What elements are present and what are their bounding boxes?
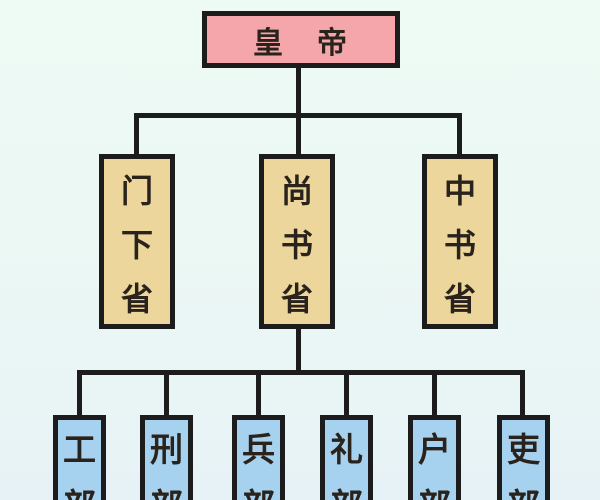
libu-personnel-label: 吏 部 bbox=[507, 430, 540, 500]
node-ministry-hubu: 户 部 bbox=[408, 415, 461, 500]
zhongshu-sheng-label: 中 书 省 bbox=[443, 172, 476, 318]
connector-ministry-drop-1 bbox=[77, 373, 82, 418]
connector-ministry-drop-4 bbox=[344, 373, 349, 418]
node-emperor: 皇 帝 bbox=[202, 11, 400, 68]
bingbu-label: 兵 部 bbox=[242, 430, 275, 500]
connector-emperor-drop bbox=[296, 67, 301, 158]
connector-zhongshu-drop bbox=[457, 116, 462, 158]
node-ministry-xingbu: 刑 部 bbox=[140, 415, 193, 500]
node-shangshu-sheng: 尚 书 省 bbox=[259, 154, 335, 329]
node-ministry-libu-rites: 礼 部 bbox=[320, 415, 373, 500]
connector-menxia-drop bbox=[134, 116, 139, 158]
connector-ministry-drop-6 bbox=[520, 373, 525, 418]
connector-ministry-drop-5 bbox=[432, 373, 437, 418]
connector-ministries-bar bbox=[77, 370, 525, 375]
node-ministry-gongbu: 工 部 bbox=[53, 415, 106, 500]
libu-rites-label: 礼 部 bbox=[330, 430, 363, 500]
connector-ministry-drop-3 bbox=[256, 373, 261, 418]
node-ministry-libu-personnel: 吏 部 bbox=[497, 415, 550, 500]
hubu-label: 户 部 bbox=[418, 430, 451, 500]
menxia-sheng-label: 门 下 省 bbox=[120, 172, 153, 318]
connector-ministry-drop-2 bbox=[164, 373, 169, 418]
connector-shangshu-drop bbox=[296, 326, 301, 374]
node-menxia-sheng: 门 下 省 bbox=[99, 154, 175, 329]
xingbu-label: 刑 部 bbox=[150, 430, 183, 500]
node-ministry-bingbu: 兵 部 bbox=[232, 415, 285, 500]
gongbu-label: 工 部 bbox=[63, 430, 96, 500]
emperor-label: 皇 帝 bbox=[253, 25, 349, 61]
shangshu-sheng-label: 尚 书 省 bbox=[280, 172, 313, 318]
connector-departments-bar bbox=[134, 113, 462, 118]
node-zhongshu-sheng: 中 书 省 bbox=[422, 154, 498, 329]
